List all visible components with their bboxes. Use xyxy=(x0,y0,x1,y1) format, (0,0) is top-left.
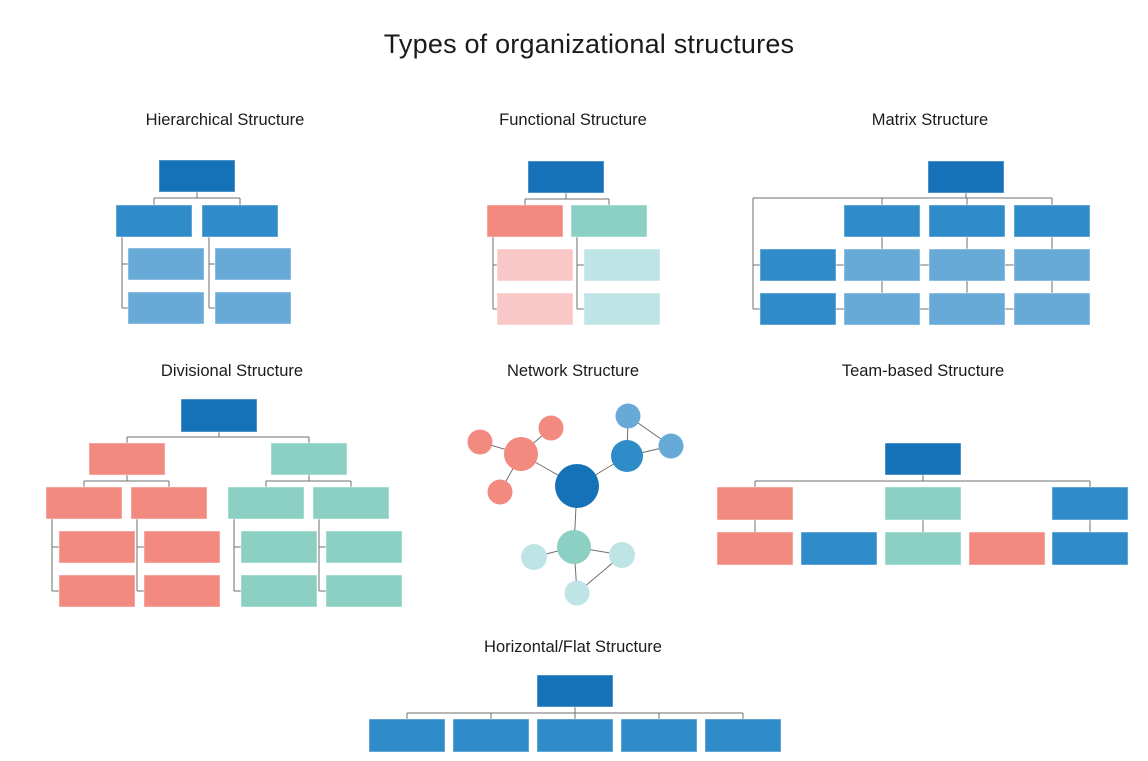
org-box xyxy=(325,574,403,608)
org-box xyxy=(130,486,208,520)
org-box xyxy=(620,718,698,753)
org-box xyxy=(496,292,574,326)
org-box xyxy=(214,291,292,325)
org-box xyxy=(536,674,614,708)
org-box xyxy=(180,398,258,433)
org-box xyxy=(1051,486,1129,521)
network-node xyxy=(564,580,590,606)
org-box xyxy=(127,247,205,281)
org-box xyxy=(486,204,564,238)
org-box xyxy=(240,530,318,564)
org-box xyxy=(1013,248,1091,282)
org-box xyxy=(88,442,166,476)
org-box xyxy=(928,248,1006,282)
org-box xyxy=(716,486,794,521)
page-title: Types of organizational structures xyxy=(383,29,795,59)
org-box xyxy=(127,291,205,325)
org-box xyxy=(115,204,193,238)
org-box xyxy=(800,531,878,566)
org-box xyxy=(570,204,648,238)
org-box xyxy=(704,718,782,753)
org-box xyxy=(1013,204,1091,238)
matrix-diagram xyxy=(752,160,1091,326)
panel-title-horizontal-flat: Horizontal/Flat Structure xyxy=(484,638,662,656)
org-box xyxy=(928,204,1006,238)
org-box xyxy=(927,160,1005,194)
org-box xyxy=(312,486,390,520)
org-box xyxy=(928,292,1006,326)
org-box xyxy=(58,574,136,608)
panel-title-network: Network Structure xyxy=(506,362,640,380)
network-node xyxy=(557,530,591,564)
network-node xyxy=(611,440,643,472)
org-box xyxy=(143,574,221,608)
org-box xyxy=(325,530,403,564)
network-node xyxy=(615,403,641,429)
org-box xyxy=(143,530,221,564)
org-box xyxy=(843,248,921,282)
org-box xyxy=(240,574,318,608)
org-box xyxy=(58,530,136,564)
org-box xyxy=(843,292,921,326)
org-box xyxy=(884,531,962,566)
org-box xyxy=(843,204,921,238)
divisional-diagram xyxy=(45,398,403,608)
org-box xyxy=(884,486,962,521)
org-box xyxy=(368,718,446,753)
org-box xyxy=(45,486,123,520)
org-box xyxy=(452,718,530,753)
org-box xyxy=(158,159,236,193)
org-box xyxy=(759,292,837,326)
network-node xyxy=(521,544,547,570)
panel-title-functional: Functional Structure xyxy=(499,111,647,129)
org-box xyxy=(214,247,292,281)
org-box xyxy=(583,248,661,282)
network-node xyxy=(487,479,513,505)
org-box xyxy=(1013,292,1091,326)
org-box xyxy=(270,442,348,476)
panel-title-matrix: Matrix Structure xyxy=(871,111,989,129)
org-box xyxy=(583,292,661,326)
hierarchical-diagram xyxy=(115,159,292,325)
network-node xyxy=(555,464,599,508)
org-box xyxy=(496,248,574,282)
org-box xyxy=(884,442,962,476)
org-box xyxy=(759,248,837,282)
org-box xyxy=(201,204,279,238)
panel-title-team-based: Team-based Structure xyxy=(841,362,1005,380)
network-diagram xyxy=(467,403,684,606)
org-box xyxy=(968,531,1046,566)
network-node xyxy=(504,437,538,471)
panel-title-hierarchical: Hierarchical Structure xyxy=(145,111,305,129)
network-node xyxy=(609,542,635,568)
org-box xyxy=(527,160,605,194)
org-box xyxy=(1051,531,1129,566)
functional-diagram xyxy=(486,160,661,326)
team-based-diagram xyxy=(716,442,1129,566)
org-box xyxy=(536,718,614,753)
org-box xyxy=(227,486,305,520)
org-box xyxy=(716,531,794,566)
network-node xyxy=(467,429,493,455)
horizontal-flat-diagram xyxy=(368,674,782,753)
panel-title-divisional: Divisional Structure xyxy=(160,362,304,380)
network-node xyxy=(538,415,564,441)
network-node xyxy=(658,433,684,459)
